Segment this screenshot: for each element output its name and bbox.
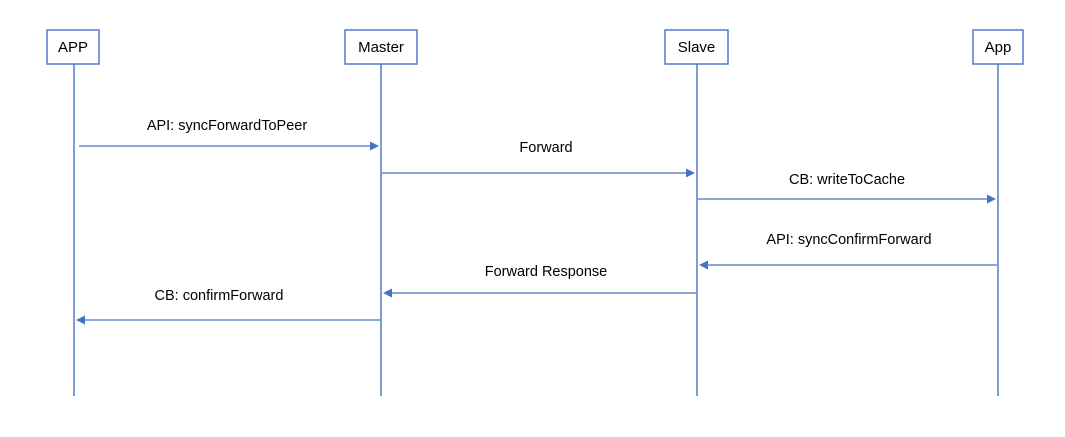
- actors-group: APP Master Slave App: [46, 29, 1024, 65]
- message-msg-4[interactable]: API: syncConfirmForward: [699, 232, 997, 270]
- lifelines-group: [73, 64, 999, 396]
- arrow-head-msg-6: [76, 315, 85, 325]
- arrow-head-msg-5: [383, 288, 392, 298]
- actor-label-slave: Slave: [678, 39, 716, 56]
- arrow-head-msg-2: [686, 168, 695, 178]
- message-label-msg-1: API: syncForwardToPeer: [147, 118, 308, 134]
- message-msg-6[interactable]: CB: confirmForward: [76, 288, 380, 325]
- message-msg-3[interactable]: CB: writeToCache: [698, 172, 996, 204]
- arrow-head-msg-4: [699, 260, 708, 270]
- actor-box-rect-master: [344, 29, 418, 65]
- message-label-msg-2: Forward: [519, 140, 572, 156]
- message-msg-2[interactable]: Forward: [382, 140, 695, 178]
- arrow-head-msg-3: [987, 194, 996, 204]
- actor-box-rect-slave: [664, 29, 729, 65]
- actor-box-master[interactable]: Master: [344, 29, 418, 65]
- arrow-head-msg-1: [370, 141, 379, 151]
- actor-box-app-left[interactable]: APP: [46, 29, 100, 65]
- message-msg-1[interactable]: API: syncForwardToPeer: [79, 118, 379, 151]
- message-label-msg-5: Forward Response: [485, 264, 608, 280]
- message-label-msg-3: CB: writeToCache: [789, 172, 905, 188]
- actor-label-app-right: App: [985, 39, 1012, 56]
- actor-box-slave[interactable]: Slave: [664, 29, 729, 65]
- message-label-msg-4: API: syncConfirmForward: [766, 232, 931, 248]
- actor-box-rect-app-right: [972, 29, 1024, 65]
- message-msg-5[interactable]: Forward Response: [383, 264, 696, 298]
- actor-label-master: Master: [358, 39, 404, 56]
- actor-box-rect-app-left: [46, 29, 100, 65]
- actor-box-app-right[interactable]: App: [972, 29, 1024, 65]
- message-label-msg-6: CB: confirmForward: [155, 288, 284, 304]
- actor-label-app-left: APP: [58, 39, 88, 56]
